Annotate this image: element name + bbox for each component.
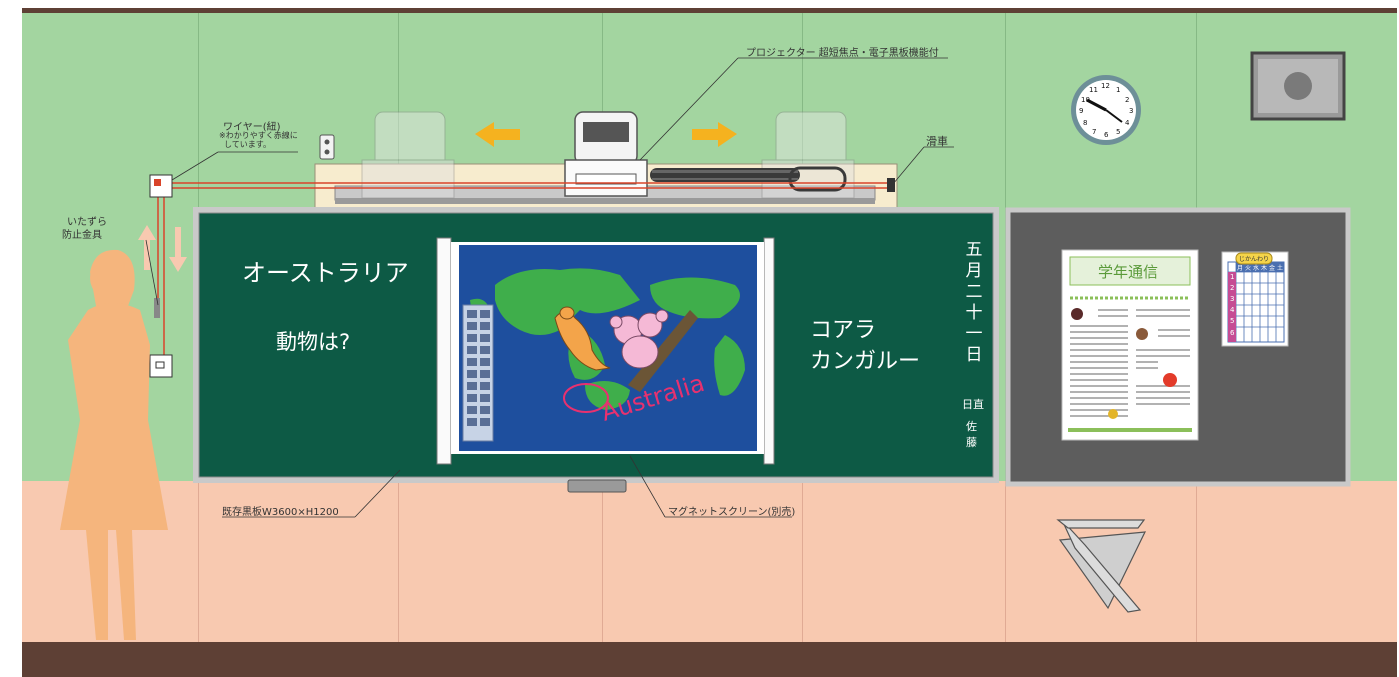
cable-chain (650, 166, 847, 192)
arrow-left-icon (475, 122, 520, 147)
screen-roller-left (436, 237, 452, 465)
prank-guard-clip (154, 298, 160, 318)
pulley-callout-label: 滑車 (926, 135, 948, 148)
timetable-title: じかんわり (1239, 256, 1270, 263)
wire-note-2: しています。 (224, 140, 271, 149)
callout-lines (145, 57, 954, 518)
projector-ghost-left (361, 111, 455, 199)
person-silhouette (60, 249, 168, 640)
floor (22, 642, 1397, 677)
timetable-periods: 1 2 3 4 5 6 (1230, 273, 1235, 337)
projector (564, 111, 648, 197)
red-circle-annotation (563, 383, 609, 413)
prank-guard-box (149, 354, 173, 378)
kangaroo-figure (554, 306, 611, 371)
board-duty-name-1: 佐 (966, 420, 977, 433)
board-duty-label: 日直 (962, 398, 984, 411)
screen-roller-right (763, 237, 775, 465)
speaker-icon (1284, 72, 1312, 100)
timetable-banner (1235, 252, 1273, 265)
chalk-tray-holder (567, 479, 627, 493)
newsletter-illustration-ball (1163, 373, 1177, 387)
blackboard-callout-label: 既存黒板W3600×H1200 (222, 507, 339, 518)
board-left-title: オーストラリア (242, 259, 409, 287)
board-right-line-1: コアラ (810, 318, 877, 343)
prank-guard-label-1: いたずら (67, 217, 107, 228)
newsletter-illustration-bird (1108, 409, 1118, 419)
newsletter-illustration-kid (1136, 328, 1148, 340)
wire-note-1: ※わかりやすく赤線に (219, 131, 298, 140)
newsletter-illustration-piano (1071, 308, 1083, 320)
board-left-question: 動物は? (276, 330, 351, 354)
tree-branch (628, 310, 698, 392)
timetable-days: 月 火 水 木 金 土 (1237, 265, 1284, 272)
screen-callout-label: マグネットスクリーン(別売) (668, 507, 796, 518)
wall-outlet (319, 134, 335, 160)
koala-figure (609, 309, 669, 369)
wire-callout-label: ワイヤー(紐) (223, 122, 281, 133)
board-date-vertical: 五 月 二 十 一 日 (965, 240, 983, 365)
pulley-right (887, 178, 895, 192)
wainscot-wall (22, 481, 1397, 642)
wire-line (157, 182, 890, 355)
set-square (1056, 519, 1147, 613)
board-duty-name-2: 藤 (966, 436, 977, 449)
projector-ghost-right (761, 111, 855, 199)
arrow-down-icon (169, 227, 187, 272)
prank-guard-label-2: 防止金具 (62, 230, 102, 241)
projector-callout-label: プロジェクター 超短焦点・電子黒板機能付 (746, 48, 939, 59)
clock-numbers: 12 1 2 3 4 5 6 7 8 9 10 11 (1079, 82, 1134, 139)
newsletter-title: 学年通信 (1098, 263, 1159, 281)
ceiling-trim (22, 8, 1397, 13)
arrow-right-icon (692, 122, 737, 147)
board-right-line-2: カンガルー (810, 349, 921, 374)
